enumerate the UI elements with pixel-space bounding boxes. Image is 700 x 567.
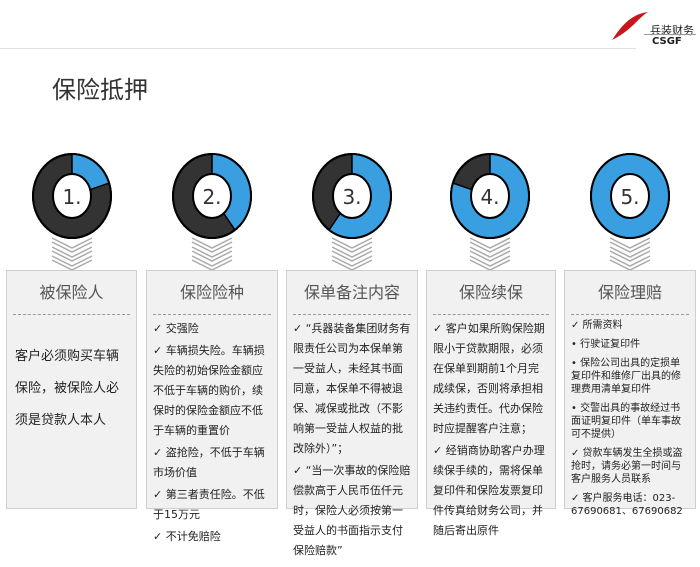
progress-donut-1: 1. — [31, 152, 113, 240]
progress-donut-4: 4. — [449, 152, 531, 240]
card-line: ✓ 所需资料 — [571, 320, 623, 331]
card-line: ✓ 盗抢险，不低于车辆市场价值 — [153, 446, 265, 479]
step-label: 2. — [202, 185, 221, 209]
info-card-4: 保险续保 ✓ 客户如果所购保险期限小于贷款期限，必须在保单到期前1个月完成续保，否… — [426, 270, 556, 537]
card-line: ✓ 贷款车辆发生全损或盗抢时，请务必第一时间与客户服务人员联系 — [571, 448, 683, 485]
step-label: 4. — [480, 185, 499, 209]
card-title: 保险理赔 — [571, 271, 689, 315]
card-line: ✓ 车辆损失险。车辆损失险的初始保险金额应不低于车辆的购价，续保时的保险金额应不… — [153, 344, 265, 437]
step-label: 3. — [342, 185, 361, 209]
card-line: • 行驶证复印件 — [571, 339, 641, 350]
logo-en: CSGF — [652, 36, 682, 47]
card-title: 保险续保 — [433, 271, 549, 315]
page-title: 保险抵押 — [52, 76, 148, 104]
chevron-down-icon — [50, 236, 94, 271]
logo-swoosh-icon — [612, 12, 648, 40]
card-title: 被保险人 — [13, 271, 130, 315]
card-line: 客户必须购买车辆保险，被保险人必须是贷款人本人 — [15, 349, 120, 428]
info-card-1: 被保险人客户必须购买车辆保险，被保险人必须是贷款人本人 — [6, 270, 137, 509]
step-label: 5. — [620, 185, 639, 209]
chevron-down-icon — [330, 236, 374, 271]
company-logo: 兵装财务 CSGF — [610, 4, 698, 48]
card-line: ✓ 不计免赔险 — [153, 530, 221, 543]
card-line: ✓ 经销商协助客户办理续保手续的，需将保单复印件和保险发票复印件传真给财务公司，… — [433, 444, 545, 537]
chevron-down-icon — [190, 236, 234, 271]
progress-donut-3: 3. — [311, 152, 393, 240]
info-card-2: 保险险种 ✓ 交强险 ✓ 车辆损失险。车辆损失险的初始保险金额应不低于车辆的购价，续… — [146, 270, 278, 543]
info-card-5: 保险理赔 ✓ 所需资料 • 行驶证复印件 • 保险公司出具的定损单复印件和维修厂出具的… — [564, 270, 696, 517]
card-line: ✓ “兵器装备集团财务有限责任公司为本保单第一受益人，未经其书面同意，本保单不得… — [293, 322, 411, 455]
info-card-3: 保单备注内容 ✓ “兵器装备集团财务有限责任公司为本保单第一受益人，未经其书面同意… — [286, 270, 418, 557]
step-label: 1. — [62, 185, 81, 209]
card-title: 保险险种 — [153, 271, 271, 315]
card-line: ✓ “当一次事故的保险赔偿款高于人民币伍仟元时，保险人必须按第一受益人的书面指示… — [293, 464, 411, 557]
progress-donut-5: 5. — [589, 152, 671, 240]
progress-donut-2: 2. — [171, 152, 253, 240]
card-line: ✓ 客户如果所购保险期限小于贷款期限，必须在保单到期前1个月完成续保，否则将承担… — [433, 322, 545, 435]
card-line: ✓ 客户服务电话：023-67690681、67690682 — [571, 493, 683, 517]
header-divider — [0, 48, 636, 49]
card-line: ✓ 第三者责任险。不低于15万元 — [153, 488, 265, 521]
logo-cn: 兵装财务 — [650, 24, 694, 37]
card-line: • 保险公司出具的定损单复印件和维修厂出具的修理费用清单复印件 — [571, 358, 681, 395]
card-line: ✓ 交强险 — [153, 322, 199, 335]
chevron-down-icon — [608, 236, 652, 271]
card-title: 保单备注内容 — [293, 271, 411, 315]
chevron-down-icon — [468, 236, 512, 271]
card-line: • 交警出具的事故经过书面证明复印件（单车事故可不提供） — [571, 403, 681, 440]
